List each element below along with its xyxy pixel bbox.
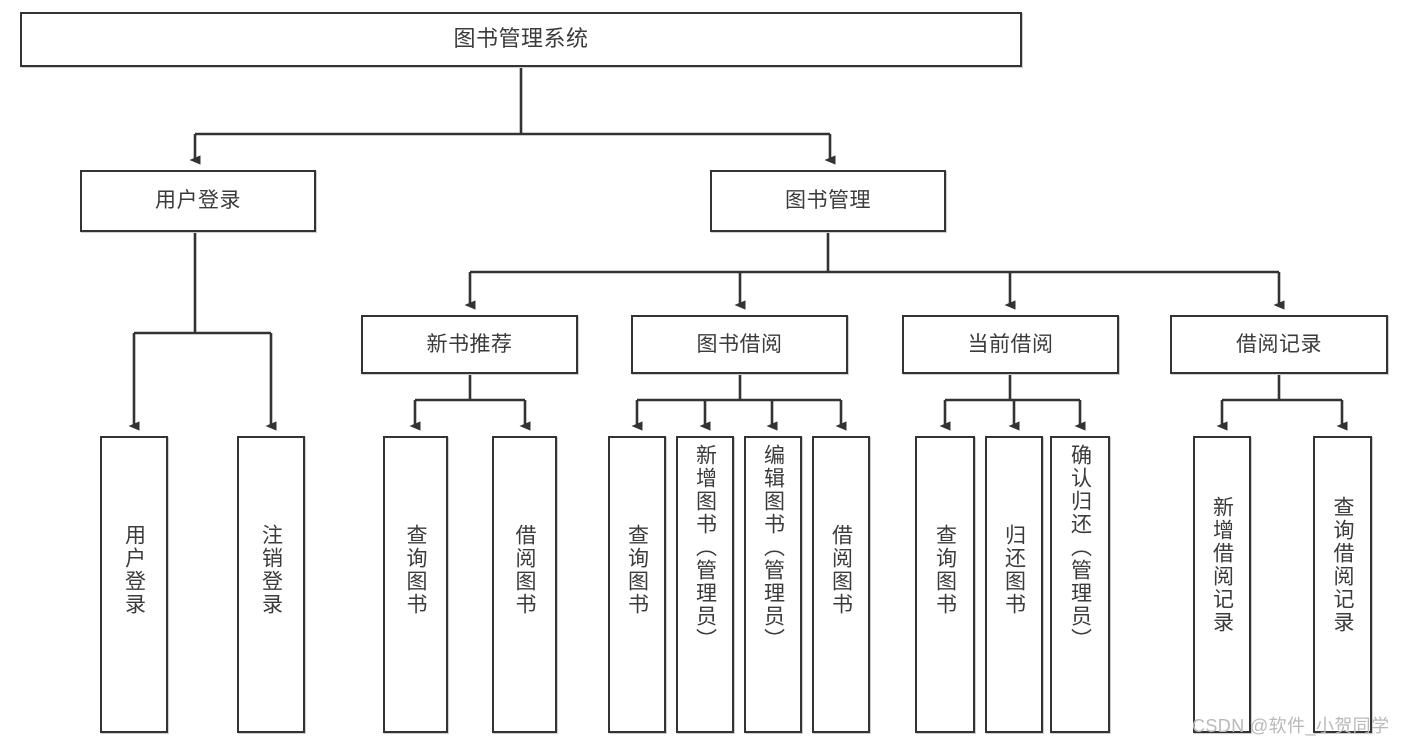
leaf-borrow-query-book[interactable]: 查询图书 [608, 436, 666, 733]
node-book-management[interactable]: 图书管理 [710, 170, 946, 232]
node-label: 确认归还（管理员） [1068, 444, 1092, 651]
node-label: 借阅记录 [1236, 332, 1322, 356]
leaf-borrow-borrow-book[interactable]: 借阅图书 [812, 436, 870, 733]
leaf-user-logout[interactable]: 注销登录 [237, 436, 305, 733]
leaf-current-confirm-return-admin[interactable]: 确认归还（管理员） [1050, 436, 1110, 733]
node-label: 归还图书 [1002, 524, 1026, 616]
node-label: 新增图书（管理员） [693, 444, 717, 651]
node-label: 编辑图书（管理员） [761, 444, 785, 651]
leaf-borrow-edit-book-admin[interactable]: 编辑图书（管理员） [744, 436, 802, 733]
node-current-borrow[interactable]: 当前借阅 [902, 315, 1119, 374]
node-new-book-recommend[interactable]: 新书推荐 [361, 315, 578, 374]
leaf-borrow-add-book-admin[interactable]: 新增图书（管理员） [676, 436, 734, 733]
node-label: 图书管理系统 [453, 26, 589, 52]
node-label: 查询图书 [625, 524, 649, 616]
node-label: 查询图书 [404, 524, 427, 616]
node-root-system[interactable]: 图书管理系统 [20, 12, 1022, 67]
leaf-recommend-query-book[interactable]: 查询图书 [383, 436, 448, 733]
node-borrow-record[interactable]: 借阅记录 [1170, 315, 1388, 374]
node-label: 新增借阅记录 [1210, 496, 1234, 634]
node-label: 图书管理 [785, 189, 871, 213]
leaf-current-query-book[interactable]: 查询图书 [915, 436, 975, 733]
node-label: 查询图书 [933, 524, 957, 616]
node-label: 新书推荐 [426, 332, 513, 356]
node-user-login[interactable]: 用户登录 [80, 170, 316, 232]
node-label: 用户登录 [122, 524, 146, 616]
node-label: 借阅图书 [513, 524, 536, 616]
node-label: 注销登录 [259, 524, 283, 616]
leaf-user-login[interactable]: 用户登录 [100, 436, 168, 733]
leaf-current-return-book[interactable]: 归还图书 [985, 436, 1043, 733]
node-label: 图书借阅 [696, 332, 783, 356]
leaf-record-query-borrow-record[interactable]: 查询借阅记录 [1313, 436, 1372, 733]
watermark-credit: CSDN @软件_小贺同学 [1192, 716, 1390, 736]
node-book-borrow[interactable]: 图书借阅 [631, 315, 848, 374]
node-label: 借阅图书 [829, 524, 853, 616]
node-label: 用户登录 [155, 189, 241, 213]
node-label: 当前借阅 [967, 332, 1054, 356]
leaf-record-add-borrow-record[interactable]: 新增借阅记录 [1193, 436, 1251, 733]
node-label: 查询借阅记录 [1331, 496, 1354, 634]
leaf-recommend-borrow-book[interactable]: 借阅图书 [492, 436, 557, 733]
